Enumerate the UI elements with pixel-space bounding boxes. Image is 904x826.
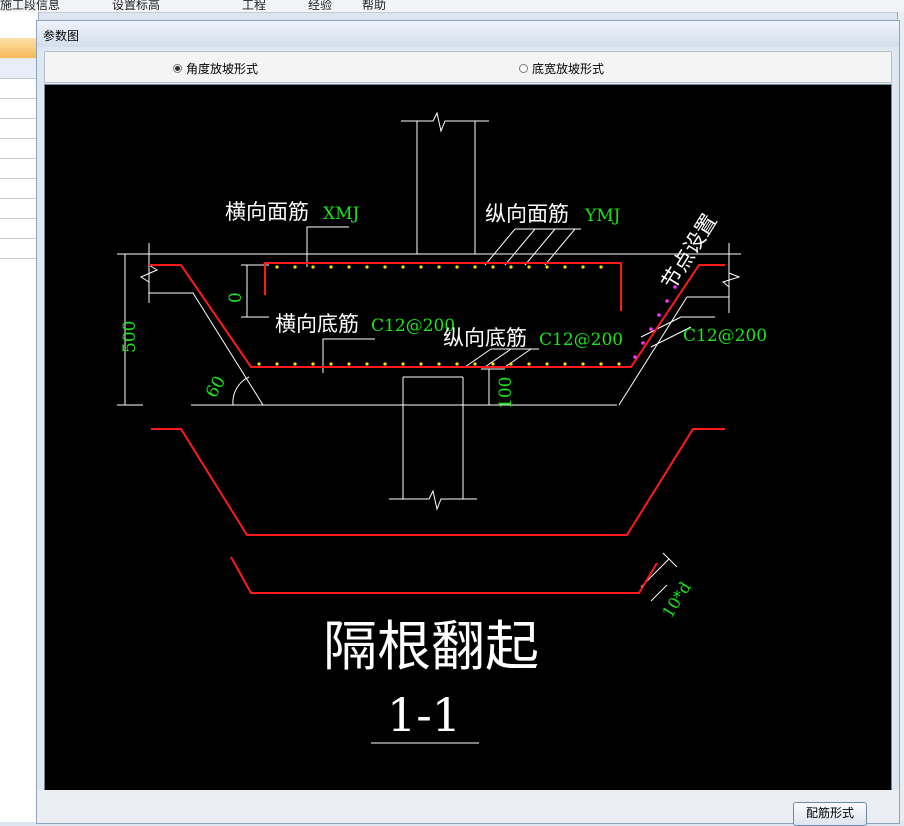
- toolbar-item[interactable]: 经验: [308, 0, 333, 12]
- radio-checked-icon[interactable]: [173, 64, 182, 73]
- table-row[interactable]: [0, 118, 38, 119]
- background-toolbar-strip: 施工段信息 设置标高 工程 经验 帮助: [0, 0, 904, 13]
- angle-60: 60: [202, 373, 230, 402]
- label-h-bottom-bar-value: C12@200: [371, 316, 455, 336]
- table-row[interactable]: [0, 78, 38, 79]
- background-left-pane: [0, 12, 39, 822]
- radio-bottom-width-slope-label: 底宽放坡形式: [532, 62, 605, 76]
- table-row[interactable]: [0, 138, 38, 139]
- rebar-dots: [257, 265, 677, 366]
- label-v-bottom-bar-value: C12@200: [539, 330, 623, 350]
- dimension-0: 0: [226, 292, 246, 303]
- table-row[interactable]: [0, 218, 38, 219]
- label-side-bar-value: C12@200: [683, 326, 767, 346]
- drawing-title: 隔根翻起: [323, 615, 539, 678]
- label-h-top-bar-value: XMJ: [323, 204, 360, 224]
- rebar-form-button[interactable]: 配筋形式: [793, 802, 867, 826]
- parameter-dialog: 参数图 角度放坡形式 底宽放坡形式 .w { stroke:#ffffff; s…: [36, 20, 900, 826]
- drawing-labels: 横向面筋 XMJ 纵向面筋 YMJ 节点设置 横向底筋 C12@200 纵向底筋…: [120, 200, 767, 742]
- table-row[interactable]: [0, 238, 38, 239]
- section-label: 1-1: [387, 688, 461, 742]
- toolbar-item[interactable]: 设置标高: [112, 0, 161, 12]
- dialog-titlebar[interactable]: 参数图: [37, 21, 899, 47]
- dialog-footer: 配筋形式: [37, 790, 899, 826]
- dimension-10d: 10*d: [658, 578, 695, 621]
- left-pane-header: [0, 38, 38, 59]
- drawing-outline: [117, 111, 741, 744]
- dimension-500: 500: [120, 321, 140, 353]
- radio-unchecked-icon[interactable]: [519, 64, 528, 73]
- label-v-top-bar: 纵向面筋: [485, 202, 569, 226]
- dialog-title: 参数图: [43, 29, 80, 43]
- rebar-lines: [149, 262, 725, 594]
- dimension-100: 100: [496, 377, 516, 409]
- label-v-bottom-bar: 纵向底筋: [443, 326, 527, 350]
- table-row[interactable]: [0, 98, 38, 99]
- label-h-bottom-bar: 横向底筋: [275, 312, 359, 336]
- slope-mode-radio-group: 角度放坡形式 底宽放坡形式: [44, 51, 892, 83]
- parameter-drawing-canvas: .w { stroke:#ffffff; stroke-width:1; fil…: [44, 84, 892, 791]
- table-row[interactable]: [0, 178, 38, 179]
- radio-angle-slope-label: 角度放坡形式: [186, 62, 259, 76]
- table-row[interactable]: [0, 198, 38, 199]
- toolbar-item[interactable]: 工程: [242, 0, 267, 12]
- left-pane-selected-row[interactable]: [0, 58, 38, 78]
- toolbar-item[interactable]: 帮助: [362, 0, 387, 12]
- label-v-top-bar-value: YMJ: [584, 206, 621, 226]
- radio-angle-slope[interactable]: 角度放坡形式: [173, 60, 258, 77]
- toolbar-item[interactable]: 施工段信息: [0, 0, 61, 12]
- radio-bottom-width-slope[interactable]: 底宽放坡形式: [519, 60, 604, 77]
- table-row[interactable]: [0, 258, 38, 259]
- table-row[interactable]: [0, 158, 38, 159]
- drawing-svg: .w { stroke:#ffffff; stroke-width:1; fil…: [117, 111, 767, 744]
- label-h-top-bar: 横向面筋: [225, 200, 309, 224]
